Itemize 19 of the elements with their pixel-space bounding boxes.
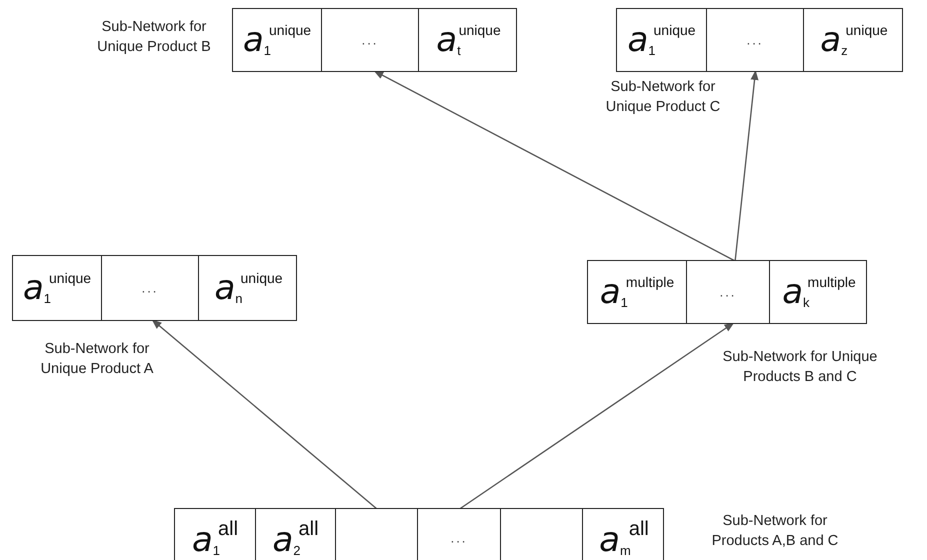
sub-network-caption: Sub-Network for Unique Product A [40, 340, 154, 379]
arrow [152, 319, 378, 510]
sub-network-array [232, 8, 517, 72]
arrow [734, 70, 759, 262]
sub-network-caption: Sub-Network for Unique Product B [96, 18, 212, 57]
ellipsis: ... [718, 286, 738, 298]
ellipsis: ... [746, 34, 764, 46]
ellipsis: ... [450, 532, 468, 544]
arrow [459, 322, 734, 510]
ellipsis: ... [140, 282, 160, 294]
sub-network-caption: Sub-Network for Products A,B and C [710, 512, 840, 551]
arrow [374, 70, 736, 262]
ellipsis: ... [360, 34, 380, 46]
sub-network-caption: Sub-Network for Unique Product C [604, 78, 722, 117]
sub-network-array [174, 508, 664, 560]
sub-network-caption: Sub-Network for Unique Products B and C [722, 348, 878, 387]
sub-network-array [587, 260, 867, 324]
sub-network-array [616, 8, 903, 72]
sub-network-array [12, 255, 297, 321]
